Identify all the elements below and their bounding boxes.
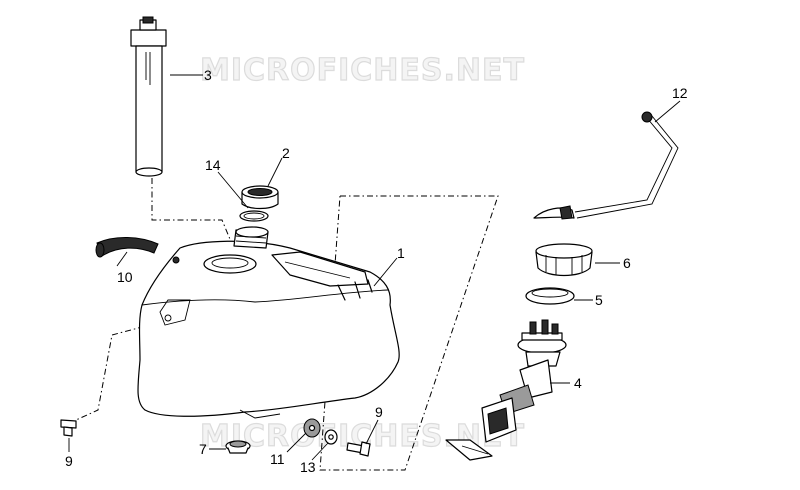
hose: [95, 236, 159, 258]
callout-13: 13: [300, 459, 316, 475]
callout-9-left: 9: [65, 453, 73, 469]
cap: [535, 243, 593, 277]
callout-3: 3: [204, 67, 212, 83]
screw-right: [346, 441, 371, 457]
callout-14: 14: [205, 157, 221, 173]
washer: [303, 418, 321, 438]
fuel-pump: [445, 319, 567, 461]
gasket: [525, 287, 575, 305]
callout-2: 2: [282, 145, 290, 161]
o-ring: [239, 210, 269, 222]
screw-left: [60, 419, 77, 437]
callout-9-right: 9: [375, 404, 383, 420]
small-washer: [324, 429, 338, 445]
breather-pipe: [533, 111, 679, 220]
watermark-top: MICROFICHES.NET: [200, 53, 525, 88]
callout-1: 1: [397, 245, 405, 261]
callout-6: 6: [623, 255, 631, 271]
callout-10: 10: [117, 269, 133, 285]
grommet: [225, 440, 251, 454]
callout-4: 4: [574, 375, 582, 391]
ring-nut: [241, 185, 279, 210]
callout-7: 7: [199, 441, 207, 457]
callout-11: 11: [270, 451, 285, 467]
fuel-level-sender: [130, 16, 167, 177]
callout-labels: 1 2 3 4 5 6 7 9 9 10 11 12 13 14: [65, 67, 688, 475]
callout-5: 5: [595, 292, 603, 308]
leader-lines: [68, 74, 681, 461]
fuel-tank: [137, 226, 400, 419]
callout-12: 12: [672, 85, 688, 101]
watermark-bottom: MICROFICHES.NET: [200, 419, 525, 454]
